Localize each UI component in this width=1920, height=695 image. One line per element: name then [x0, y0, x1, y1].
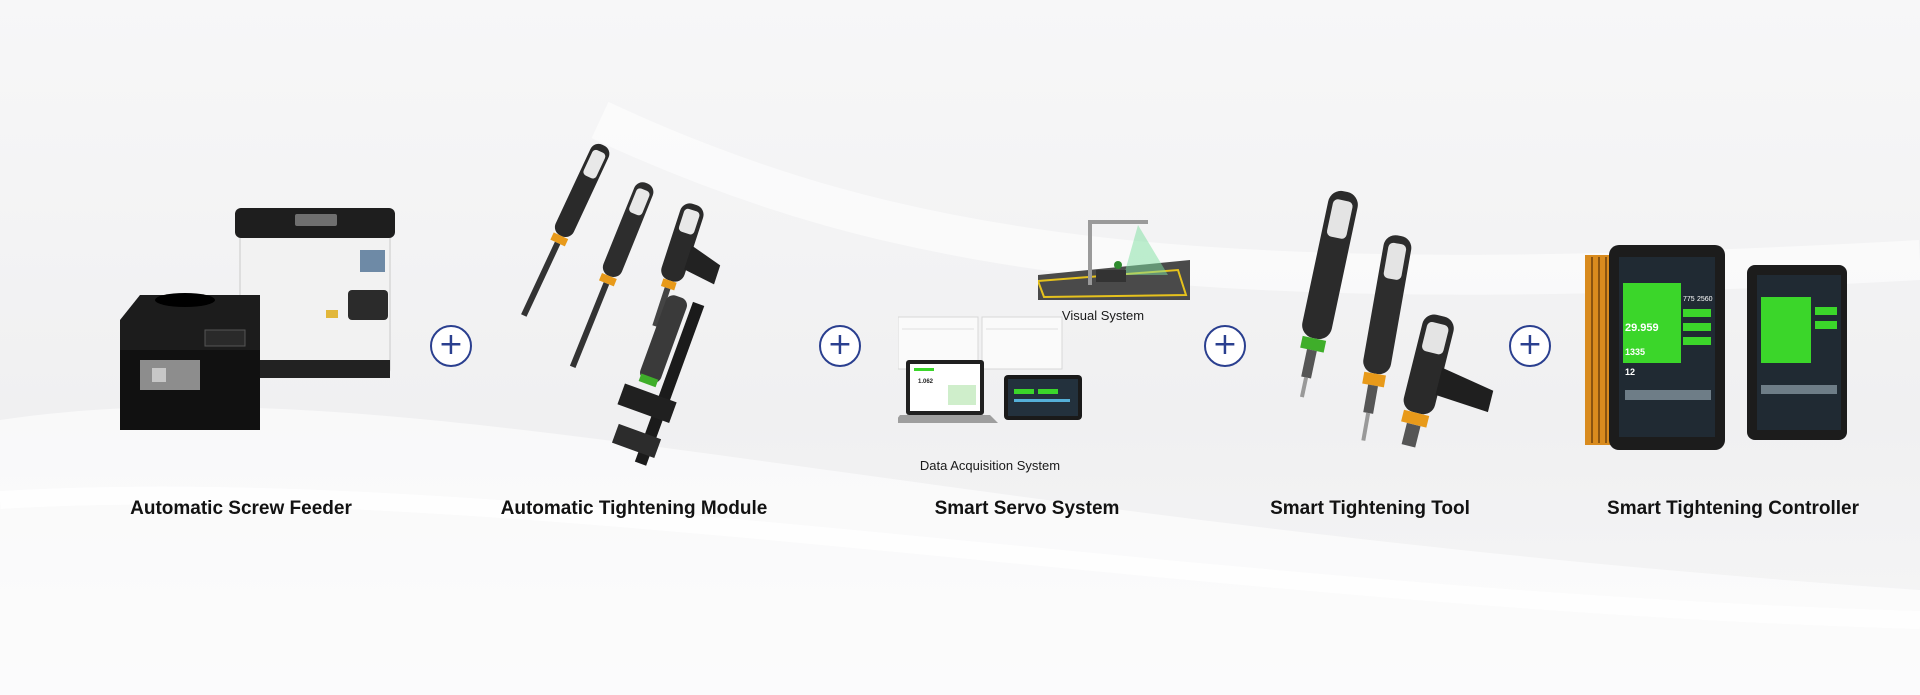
- controller-small-readout-a: 775: [1683, 296, 1695, 303]
- tightening-module-image: [520, 135, 760, 470]
- plus-connector-2: +: [819, 325, 861, 367]
- tightening-controller-label: Smart Tightening Controller: [1607, 498, 1859, 519]
- tightening-controller-image: 29.959 1335 12 775 2560: [1585, 245, 1850, 455]
- data-acquisition-label: Data Acquisition System: [919, 458, 1061, 473]
- controller-count-readout: 12: [1625, 367, 1635, 377]
- laptop-readout: 1.062: [918, 379, 934, 385]
- plus-connector-4: +: [1509, 325, 1551, 367]
- controller-main-readout: 29.959: [1625, 322, 1659, 334]
- tightening-tool-image: [1270, 185, 1520, 465]
- visual-system-label: Visual System: [1061, 308, 1145, 323]
- servo-system-label: Smart Servo System: [934, 498, 1120, 519]
- controller-secondary-readout: 1335: [1625, 347, 1645, 357]
- tightening-tool-label: Smart Tightening Tool: [1270, 498, 1470, 519]
- data-acquisition-image: 1.062: [898, 315, 1088, 440]
- plus-connector-3: +: [1204, 325, 1246, 367]
- controller-small-readout-b: 2560: [1697, 296, 1713, 303]
- visual-system-image: [1038, 215, 1190, 300]
- tightening-module-label: Automatic Tightening Module: [500, 498, 768, 519]
- plus-connector-1: +: [430, 325, 472, 367]
- screw-feeder-label: Automatic Screw Feeder: [130, 498, 352, 519]
- screw-feeder-image: [110, 200, 400, 460]
